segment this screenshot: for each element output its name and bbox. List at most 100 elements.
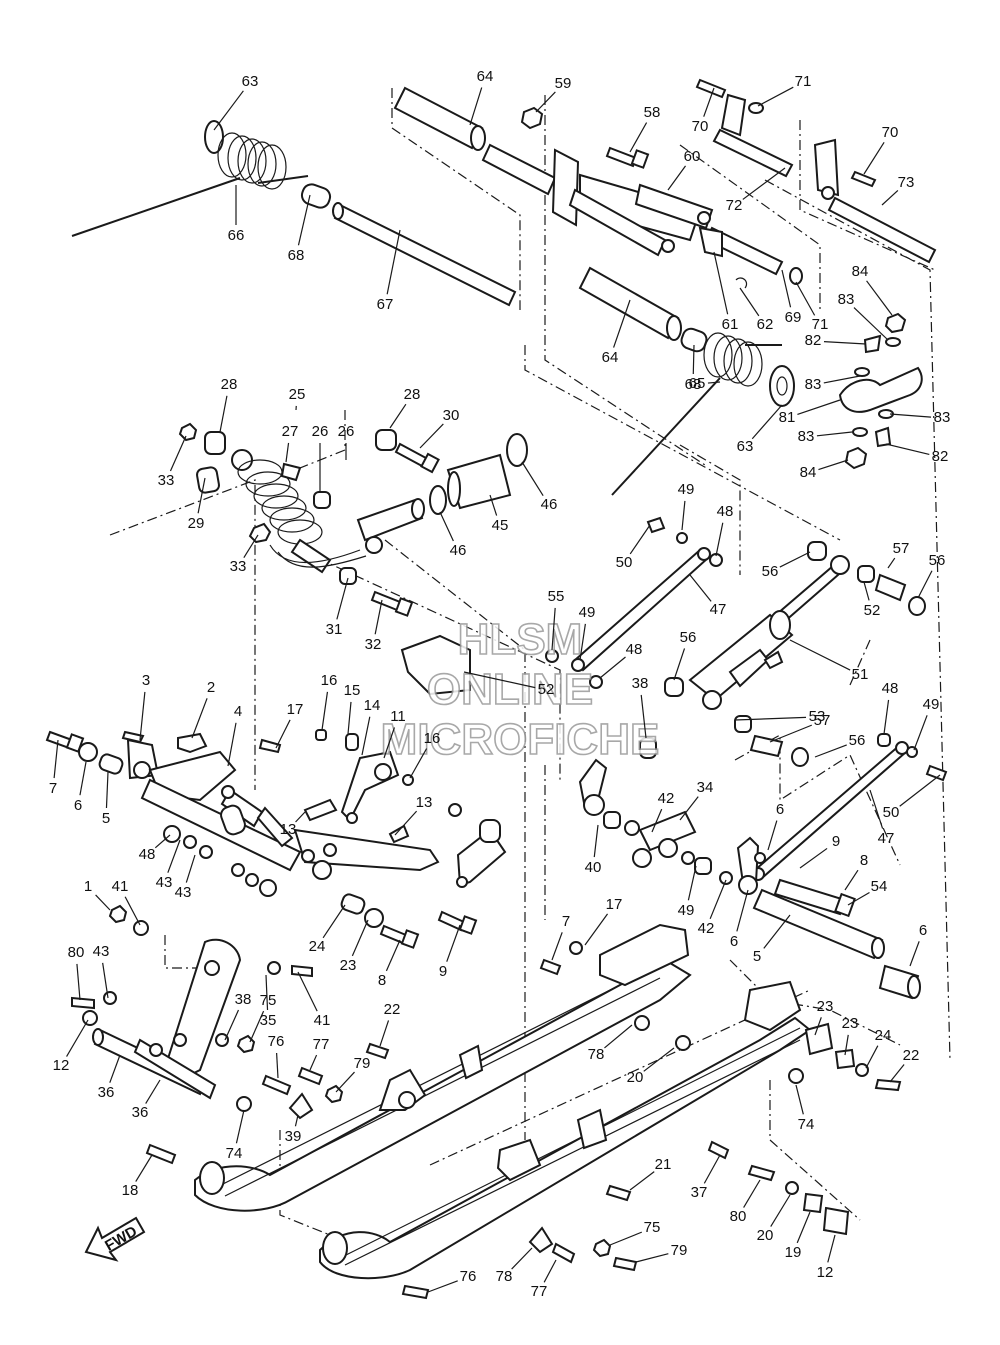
leader-line bbox=[797, 399, 841, 416]
leader-line bbox=[335, 1071, 355, 1093]
front-shock-assembly bbox=[178, 422, 528, 696]
tube-64 bbox=[393, 86, 484, 150]
callout-number: 61 bbox=[722, 316, 739, 333]
leader-line bbox=[297, 194, 311, 246]
bolt-22a bbox=[291, 964, 313, 978]
callout-number: 27 bbox=[282, 423, 299, 440]
leader-line bbox=[551, 607, 556, 651]
leader-line bbox=[679, 796, 699, 821]
leader-line bbox=[881, 189, 899, 206]
callout-number: 47 bbox=[878, 830, 895, 847]
collar-52 bbox=[857, 565, 875, 583]
washer-6a bbox=[78, 742, 98, 762]
callout-number: 71 bbox=[812, 316, 829, 333]
callout-number: 84 bbox=[852, 263, 869, 280]
leader-line bbox=[489, 494, 498, 516]
leader-line bbox=[789, 639, 851, 671]
callout-number: 6 bbox=[919, 922, 927, 939]
leader-line bbox=[535, 91, 556, 113]
callout-number: 81 bbox=[779, 409, 796, 426]
leader-line bbox=[715, 522, 724, 557]
leader-line bbox=[799, 847, 828, 869]
callout-number: 7 bbox=[562, 913, 570, 930]
washer-63 bbox=[204, 120, 224, 154]
leader-line bbox=[386, 229, 401, 295]
leader-line bbox=[95, 894, 111, 911]
leader-line bbox=[593, 824, 599, 858]
callout-number: 49 bbox=[923, 696, 940, 713]
leader-line bbox=[692, 344, 695, 375]
bolt-54 bbox=[773, 878, 847, 916]
callout-number: 72 bbox=[726, 197, 743, 214]
arm-21 bbox=[163, 938, 242, 1082]
callout-number: 36 bbox=[98, 1084, 115, 1101]
callout-number: 42 bbox=[658, 790, 675, 807]
leader-line bbox=[584, 913, 609, 946]
callout-number: 63 bbox=[242, 73, 259, 90]
shaft-67 bbox=[333, 203, 517, 307]
callout-number: 48 bbox=[139, 846, 156, 863]
callout-number: 23 bbox=[842, 1015, 859, 1032]
arm-14 bbox=[303, 798, 338, 822]
leader-line bbox=[818, 459, 849, 471]
torsion-spring-65 bbox=[611, 332, 782, 496]
callout-number: 59 bbox=[555, 75, 572, 92]
watermark-line-3: MICROFICHE bbox=[381, 715, 660, 764]
shock-spring-25 bbox=[231, 449, 367, 574]
bolt-36b bbox=[297, 1066, 324, 1086]
bolt-19a bbox=[145, 1143, 177, 1165]
callout-number: 35 bbox=[260, 1012, 277, 1029]
bolt-58 bbox=[605, 146, 638, 168]
callout-number: 5 bbox=[102, 810, 110, 827]
leader-line bbox=[703, 87, 715, 117]
callout-number: 51 bbox=[852, 666, 869, 683]
nut-24a bbox=[108, 904, 128, 924]
callout-number: 66 bbox=[228, 227, 245, 244]
callout-number: 49 bbox=[579, 604, 596, 621]
spacer-77a bbox=[834, 1048, 856, 1070]
leader-line bbox=[53, 739, 59, 779]
callout-number: 80 bbox=[68, 944, 85, 961]
bracket-71 bbox=[720, 93, 747, 137]
callout-number: 20 bbox=[627, 1069, 644, 1086]
callout-number: 40 bbox=[585, 859, 602, 876]
leader-line bbox=[419, 423, 444, 449]
leader-line bbox=[265, 974, 269, 1011]
spring-arm-66 bbox=[71, 177, 241, 237]
nut-59 bbox=[520, 106, 544, 130]
callout-number: 80 bbox=[730, 1208, 747, 1225]
callout-number: 36 bbox=[132, 1104, 149, 1121]
callout-number: 37 bbox=[691, 1184, 708, 1201]
callout-number: 58 bbox=[644, 104, 661, 121]
callout-number: 28 bbox=[404, 386, 421, 403]
bracket-2 bbox=[177, 732, 208, 754]
leader-line bbox=[145, 1079, 161, 1104]
leader-line bbox=[463, 671, 536, 689]
callout-number: 30 bbox=[443, 407, 460, 424]
callout-number: 48 bbox=[626, 641, 643, 658]
leader-line bbox=[889, 413, 932, 418]
leader-line bbox=[361, 716, 371, 756]
leader-line bbox=[866, 280, 893, 316]
leader-line bbox=[347, 701, 352, 735]
washer-63-lower bbox=[769, 365, 795, 407]
callout-number: 15 bbox=[344, 682, 361, 699]
bushing-68 bbox=[300, 183, 332, 209]
callout-number: 78 bbox=[588, 1046, 605, 1063]
callout-number: 6 bbox=[776, 801, 784, 818]
leader-line bbox=[814, 744, 847, 758]
leader-line bbox=[853, 307, 889, 341]
collar-29 bbox=[196, 466, 220, 494]
upper-assembly bbox=[71, 78, 937, 496]
callout-number: 74 bbox=[226, 1145, 243, 1162]
callout-number: 48 bbox=[717, 503, 734, 520]
leader-line bbox=[703, 1154, 721, 1184]
callout-number: 29 bbox=[188, 515, 205, 532]
callout-number: 20 bbox=[757, 1227, 774, 1244]
callout-number: 38 bbox=[632, 675, 649, 692]
callout-number: 53 bbox=[809, 708, 826, 725]
callout-number: 52 bbox=[538, 681, 555, 698]
leader-line bbox=[579, 623, 586, 661]
collar-28b bbox=[375, 429, 397, 451]
